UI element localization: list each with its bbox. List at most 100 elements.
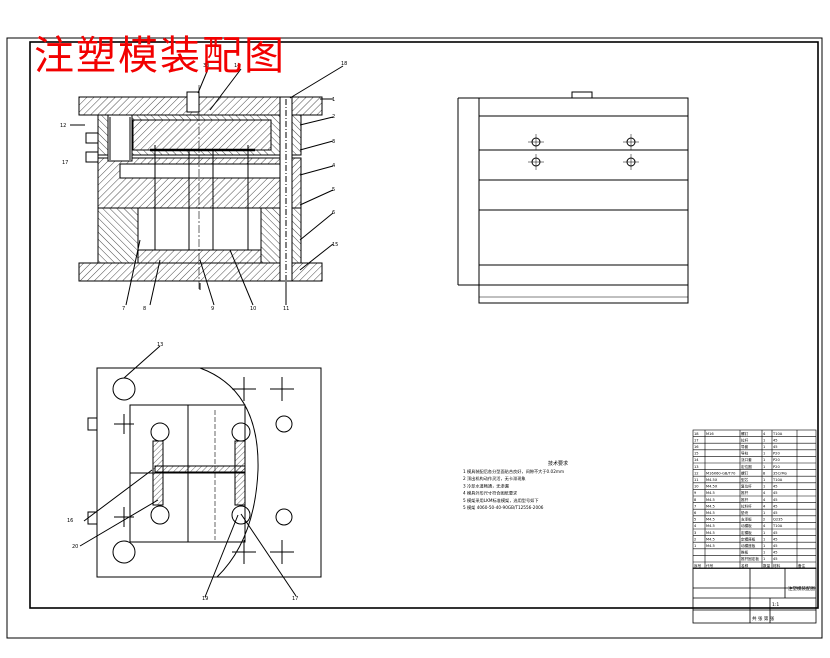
bom-cell: 4	[763, 491, 766, 495]
bom-cell: M4.5	[706, 524, 715, 528]
bom-cell: 拉杆	[741, 437, 749, 442]
callout-number: 20	[72, 544, 78, 550]
callout-number: 33	[203, 63, 209, 69]
bom-cell: 推板	[741, 550, 749, 555]
bom-cell: 4	[763, 498, 766, 502]
bom-cell: 45	[773, 504, 778, 508]
title-block	[692, 567, 817, 624]
bom-cell: M4.5	[706, 491, 715, 495]
bom-cell: M4.5X	[706, 478, 718, 482]
callout-number: 1	[332, 97, 335, 103]
bom-cell: 定模板	[741, 530, 752, 535]
bom-cell: M16X60-GB/T70	[706, 471, 736, 475]
callout-number: 12	[60, 123, 66, 129]
bom-cell: 1	[763, 485, 765, 489]
title-block-sheet: 共 张 第 张	[752, 615, 775, 622]
bom-cell: 1	[763, 511, 765, 515]
callout-number: 4	[332, 163, 335, 169]
tech-requirement-item: 4 模具外形尺寸符合图纸要求	[463, 490, 518, 497]
bom-cell: M4.5	[706, 531, 715, 535]
bom-cell: 1	[763, 551, 765, 555]
bom-cell: M4.5	[706, 504, 715, 508]
bom-cell: P20	[773, 458, 780, 462]
bom-cell: 45	[773, 438, 778, 442]
plan-view	[79, 345, 322, 598]
bom-cell: 1	[763, 557, 765, 561]
bom-cell: 2	[694, 537, 696, 541]
bom-cell: 45	[773, 485, 778, 489]
bom-cell: 35CrMo	[773, 471, 787, 475]
callout-number: 11	[283, 306, 289, 312]
callout-number: 14	[234, 63, 240, 69]
title-block-text: 注塑模装配图 1:1 共 张 第 张	[752, 585, 815, 622]
bom-cell: 4	[763, 432, 766, 436]
bom-cell: 14	[694, 458, 699, 462]
bom-cell: 1	[694, 544, 696, 548]
bom-cell: 6	[694, 511, 697, 515]
tech-requirements-heading: 技术要求	[548, 460, 568, 467]
bom-cell: 1	[763, 452, 765, 456]
bom-cell: 1	[763, 458, 765, 462]
bom-cell: 4	[763, 504, 766, 508]
bom-cell: 45	[773, 531, 778, 535]
bom-cell: M4.5	[706, 537, 715, 541]
side-view	[457, 91, 689, 304]
bom-cell: 45	[773, 445, 778, 449]
bom-cell: M4.5	[706, 511, 715, 515]
bom-cell: 1	[763, 478, 765, 482]
callout-number: 3	[332, 139, 335, 145]
bom-cell: 数量	[763, 563, 771, 568]
bom-cell: 1	[763, 537, 765, 541]
bom-cell: M4.5X	[706, 485, 718, 489]
bom-cell: 45	[773, 544, 778, 548]
bom-cell: 8	[694, 498, 697, 502]
bom-cell: 45	[773, 537, 778, 541]
front-section-view	[70, 65, 344, 306]
callout-number: 16	[67, 518, 73, 524]
callout-number: 19	[202, 596, 208, 602]
title-block-scale: 1:1	[772, 602, 779, 608]
callout-number: 15	[332, 242, 338, 248]
bom-cell: 13	[694, 465, 699, 469]
bom-cell: T10A	[772, 478, 783, 482]
bom-cell: 推杆	[741, 490, 749, 495]
bom-cell: 45	[773, 491, 778, 495]
bom-cell: 推杆	[741, 497, 749, 502]
bom-cell: 复位杆	[741, 484, 752, 489]
bom-cell: 18	[694, 432, 699, 436]
bom-cell: 45	[773, 498, 778, 502]
bom-cell: 导套	[741, 444, 749, 449]
tech-requirement-item: 1 模具装配后各分型面贴合良好，间隙不大于0.02mm	[463, 468, 564, 475]
bom-cell: 型芯	[741, 477, 749, 482]
callout-number: 17	[292, 596, 298, 602]
bom-cell: 1	[763, 544, 765, 548]
callout-number: 13	[157, 342, 163, 348]
bom-cell: 2	[763, 518, 765, 522]
bom-cell: 拉料杆	[741, 503, 752, 508]
bom-cell: 8	[763, 471, 766, 475]
bom-cell: 推杆固定板	[741, 556, 759, 561]
bom-cell: 11	[694, 478, 699, 482]
callout-number: 5	[332, 187, 335, 193]
bom-cell: 螺钉	[741, 470, 749, 475]
bom-cell: 17	[694, 438, 699, 442]
bom-cell: 1	[763, 531, 765, 535]
bom-cell: 3	[694, 531, 696, 535]
bom-cell: T10A	[772, 524, 783, 528]
bom-cell: 名称	[741, 563, 749, 568]
title-block-name: 注塑模装配图	[788, 585, 815, 592]
tech-requirement-item: 5 模架采用LKM标准模架，选用型号如下	[463, 497, 539, 504]
bom-cell: 浇口套	[741, 457, 752, 462]
tech-requirement-item: 5 模架 4060-50-40-90GB/T12556-2006	[463, 504, 544, 511]
callout-number: 18	[341, 61, 347, 67]
bom-cell: 代号	[706, 563, 714, 568]
tech-requirement-item: 3 冷却水道畅通，无渗漏	[463, 482, 509, 489]
bom-cell: M4.5	[706, 518, 715, 522]
tech-requirement-item: 2 顶出机构动作灵活，无卡滞现象	[463, 475, 526, 482]
bom-cell: 垫块	[741, 510, 749, 515]
bom-cell: 10	[694, 485, 699, 489]
